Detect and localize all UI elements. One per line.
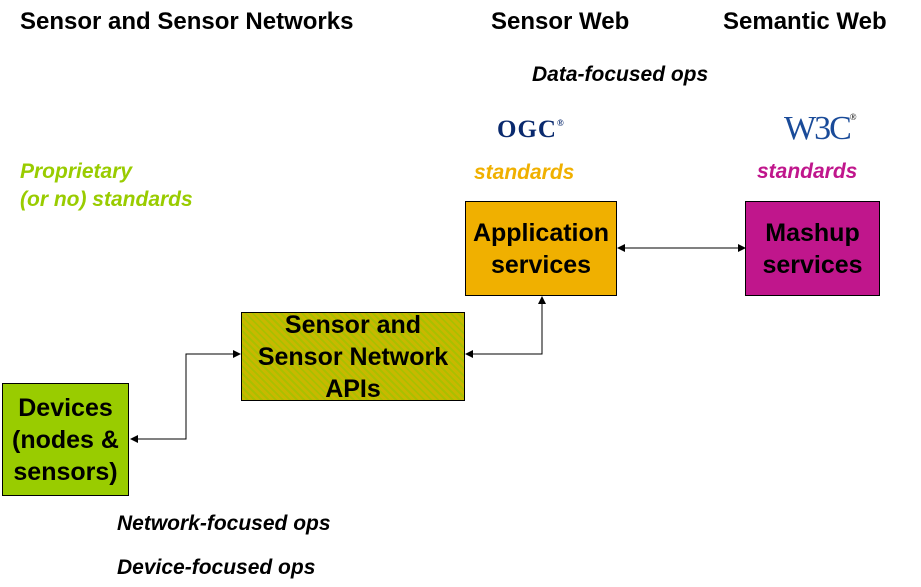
header-semantic-web: Semantic Web [723,8,887,35]
proprietary-label-line1: Proprietary [20,160,133,183]
data-focused-ops-label: Data-focused ops [532,63,709,86]
ogc-logo-mark: ® [556,118,565,128]
devices-box-line3: sensors) [13,457,118,486]
mashup-box-line1: Mashup [765,218,860,247]
apis-box-line3: APIs [325,374,381,403]
network-focused-ops-label: Network-focused ops [117,512,331,535]
header-sensor-web: Sensor Web [491,8,630,35]
ogc-logo: OGC® [497,116,565,144]
connector-apis-application [465,296,546,358]
mashup-services-box: Mashup services [745,201,880,296]
apis-box-line2: Sensor Network [257,342,449,371]
application-box-line2: services [490,250,592,279]
device-focused-ops-label: Device-focused ops [117,556,316,579]
w3c-logo-mark: ® [849,112,857,122]
w3c-logo-text: W3C [784,110,852,147]
application-services-box: Application services [465,201,617,296]
proprietary-label-line2: (or no) standards [20,188,193,211]
apis-box-line1: Sensor and [284,310,422,339]
ogc-logo-text: OGC [497,116,557,143]
connector-devices-apis [130,350,241,443]
application-box-line1: Application [472,218,610,247]
devices-box-line2: (nodes & [12,425,119,454]
devices-box-line1: Devices [18,393,113,422]
header-sensor-networks: Sensor and Sensor Networks [20,8,354,35]
w3c-logo: W3C® [784,110,857,148]
mashup-box-line2: services [762,250,863,279]
w3c-standards-label: standards [757,160,858,183]
devices-box: Devices (nodes & sensors) [2,383,129,496]
ogc-standards-label: standards [474,161,575,184]
apis-box: Sensor and Sensor Network APIs [241,310,465,403]
